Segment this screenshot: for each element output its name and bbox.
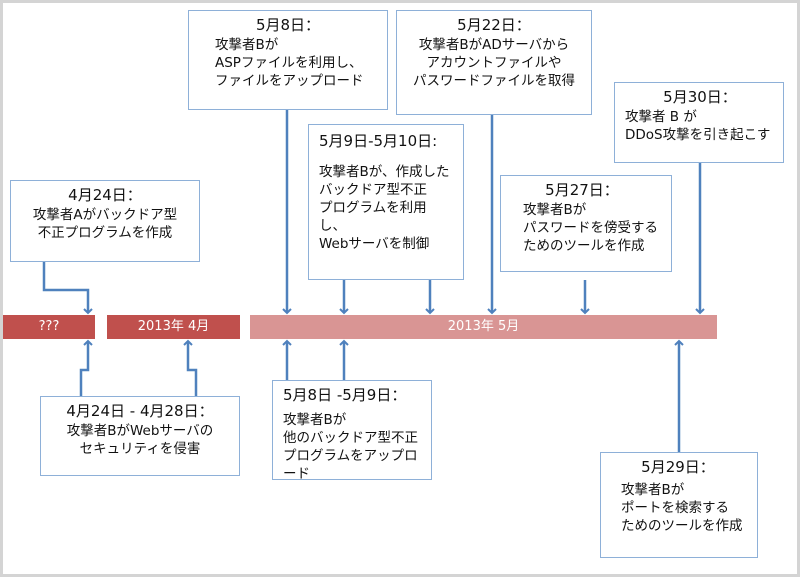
- event-box-may27: 5月27日： 攻撃者Bが パスワードを傍受する ためのツールを作成: [500, 175, 672, 272]
- event-date: 5月27日：: [545, 181, 619, 199]
- event-description: 攻撃者Aがバックドア型 不正プログラムを作成: [32, 207, 178, 241]
- event-box-may29: 5月29日： 攻撃者Bが ポートを検索する ためのツールを作成: [600, 452, 758, 558]
- arrow-apr24-28-a: [79, 339, 93, 396]
- event-description: 攻撃者Bが 他のバックドア型不正 プログラムをアップロード: [283, 412, 418, 482]
- event-date: 5月22日：: [457, 16, 531, 34]
- event-date: 5月29日：: [641, 458, 715, 476]
- event-box-may9-10: 5月9日-5月10日: 攻撃者Bが、作成した バックドア型不正 プログラムを利用…: [308, 124, 464, 280]
- event-description: 攻撃者Bが ASPファイルを利用し、 ファイルをアップロード: [215, 37, 364, 89]
- event-description: 攻撃者 B が DDoS攻撃を引き起こす: [625, 109, 771, 143]
- event-date: 4月24日：: [68, 186, 142, 204]
- event-description: 攻撃者Bが ポートを検索する ためのツールを作成: [621, 482, 743, 534]
- event-date: 5月8日 -5月9日：: [283, 386, 407, 404]
- timeline-segment-unknown: ???: [3, 315, 95, 339]
- event-description: 攻撃者Bが、作成した バックドア型不正 プログラムを利用し、 Webサーバを制御: [319, 164, 450, 252]
- event-description: 攻撃者Bが パスワードを傍受する ためのツールを作成: [523, 202, 658, 254]
- event-box-apr24: 4月24日： 攻撃者Aがバックドア型 不正プログラムを作成: [10, 180, 200, 262]
- event-box-apr24-28: 4月24日 - 4月28日： 攻撃者BがWebサーバの セキュリティを侵害: [40, 396, 240, 476]
- event-date: 5月8日：: [255, 16, 321, 34]
- event-description: 攻撃者BがADサーバから アカウントファイルや パスワードファイルを取得: [413, 37, 575, 89]
- arrow-apr24: [42, 262, 93, 315]
- event-box-may8: 5月8日： 攻撃者Bが ASPファイルを利用し、 ファイルをアップロード: [188, 10, 388, 110]
- timeline-segment-may-2013: 2013年 5月: [250, 315, 717, 339]
- event-description: 攻撃者BがWebサーバの セキュリティを侵害: [66, 423, 214, 457]
- event-box-may8-9: 5月8日 -5月9日： 攻撃者Bが 他のバックドア型不正 プログラムをアップロー…: [272, 380, 432, 482]
- timeline-segment-april-2013: 2013年 4月: [107, 315, 240, 339]
- event-box-may22: 5月22日： 攻撃者BがADサーバから アカウントファイルや パスワードファイル…: [396, 10, 592, 115]
- event-date: 4月24日 - 4月28日：: [66, 402, 214, 420]
- event-date: 5月30日：: [663, 88, 737, 106]
- event-box-may30: 5月30日： 攻撃者 B が DDoS攻撃を引き起こす: [614, 82, 784, 163]
- arrow-apr24-28-b: [183, 339, 198, 396]
- event-date: 5月9日-5月10日:: [319, 132, 438, 150]
